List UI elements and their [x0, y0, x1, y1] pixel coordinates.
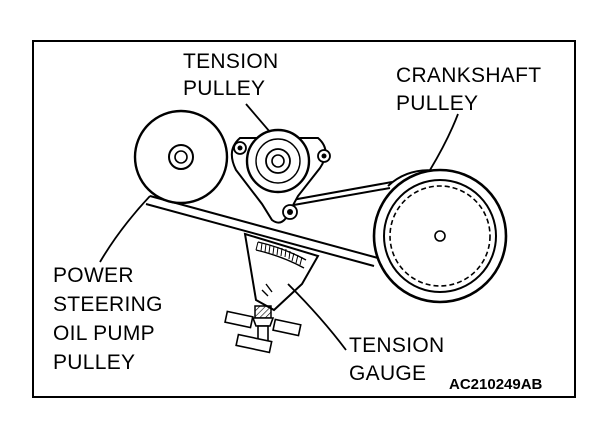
svg-text:PULLEY: PULLEY	[53, 351, 135, 374]
svg-text:CRANKSHAFT: CRANKSHAFT	[396, 64, 541, 87]
svg-text:TENSION: TENSION	[183, 50, 278, 73]
svg-text:POWER: POWER	[53, 264, 134, 287]
label-power-steering-pulley: POWER STEERING OIL PUMP PULLEY	[53, 264, 163, 374]
svg-text:PULLEY: PULLEY	[396, 92, 478, 115]
power-steering-pulley	[133, 109, 229, 205]
label-tension-pulley: TENSION PULLEY	[183, 50, 278, 100]
svg-text:STEERING: STEERING	[53, 293, 163, 316]
label-crankshaft-pulley: CRANKSHAFT PULLEY	[396, 64, 541, 115]
label-tension-gauge: TENSION GAUGE	[349, 334, 444, 385]
tension-gauge	[224, 232, 320, 354]
svg-text:OIL PUMP: OIL PUMP	[53, 322, 155, 345]
svg-text:PULLEY: PULLEY	[183, 77, 265, 100]
tension-pulley	[230, 128, 331, 224]
svg-text:GAUGE: GAUGE	[349, 362, 426, 385]
figure-code: AC210249AB	[449, 376, 543, 393]
diagram-frame	[32, 40, 576, 398]
svg-text:TENSION: TENSION	[349, 334, 444, 357]
leader-lines	[99, 103, 459, 351]
crankshaft-pulley	[372, 168, 508, 304]
